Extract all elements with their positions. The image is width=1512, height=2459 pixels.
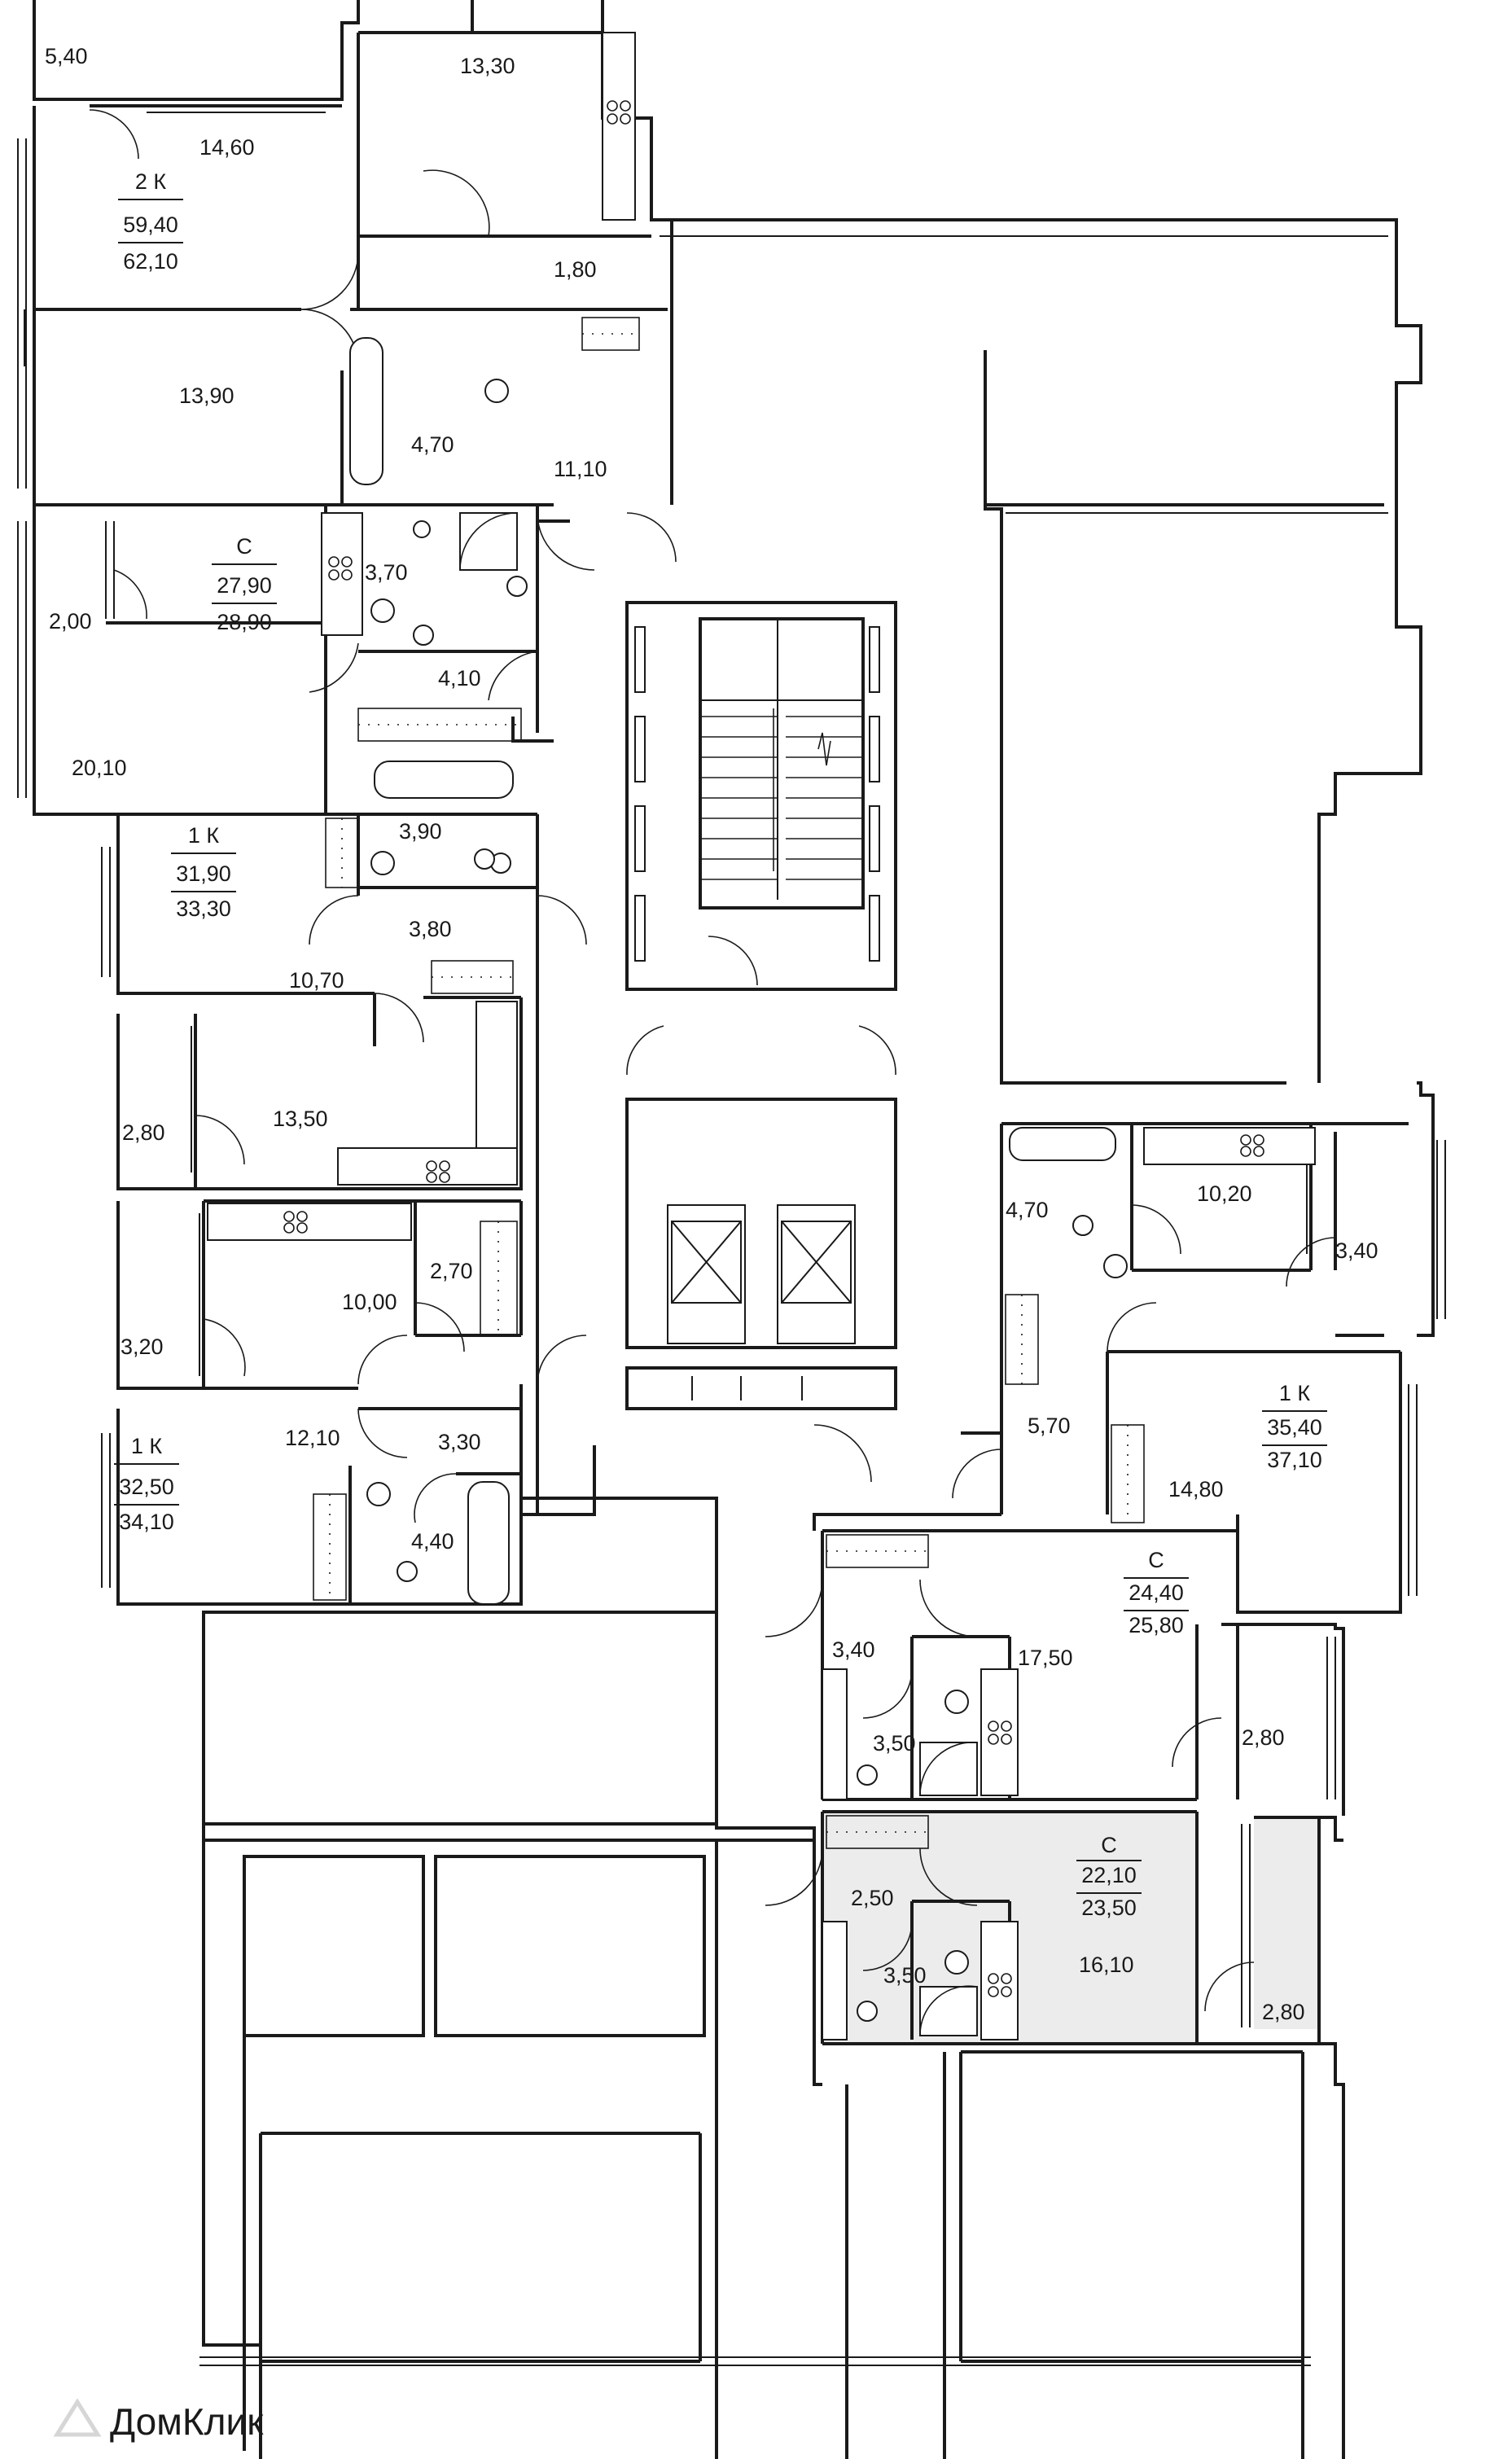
room-area: 3,80	[409, 917, 452, 941]
apartment-living-area: 59,40	[123, 213, 178, 237]
room-area: 2,00	[49, 609, 92, 633]
room-area: 16,10	[1079, 1953, 1134, 1977]
apartment-living-area: 22,10	[1081, 1863, 1137, 1887]
apartment-label-1k-c: 1 К 35,40 37,10	[1262, 1381, 1327, 1472]
room-area: 11,10	[554, 457, 607, 481]
room-area: 13,30	[460, 54, 515, 78]
room-area: 2,80	[1262, 2000, 1305, 2024]
room-area: 1,80	[554, 257, 597, 282]
room-area-labels: 5,40 13,30 14,60 1,80 13,90 4,70 11,10 3…	[45, 44, 1378, 2024]
apartment-type: 2 К	[135, 169, 167, 194]
room-area: 3,70	[365, 560, 408, 585]
room-area: 3,90	[399, 819, 442, 844]
apartment-living-area: 24,40	[1129, 1580, 1184, 1605]
room-area: 3,40	[1335, 1238, 1378, 1263]
apartment-total-area: 25,80	[1129, 1613, 1184, 1637]
room-area: 3,30	[438, 1430, 481, 1454]
apartment-type: 1 К	[131, 1434, 163, 1458]
apartment-living-area: 27,90	[217, 573, 272, 598]
apartment-type: 1 К	[188, 823, 220, 848]
apartment-total-area: 62,10	[123, 249, 178, 274]
room-area: 2,80	[1242, 1725, 1285, 1750]
windows	[17, 105, 1446, 2027]
apartment-total-area: 28,90	[217, 610, 272, 634]
apartment-total-area: 33,30	[176, 896, 231, 921]
apartment-living-area: 35,40	[1267, 1415, 1322, 1440]
room-area: 10,20	[1197, 1181, 1252, 1206]
apartment-label-2k: 2 К 59,40 62,10	[118, 169, 183, 274]
apartment-total-area: 23,50	[1081, 1896, 1137, 1920]
room-area: 10,00	[342, 1290, 397, 1314]
watermark: ДомКлик	[53, 2398, 264, 2443]
apartment-type: С	[1148, 1548, 1164, 1572]
fixtures	[207, 32, 1316, 2040]
room-area: 4,10	[438, 666, 481, 690]
room-area: 12,10	[285, 1426, 340, 1450]
room-area: 2,80	[122, 1120, 165, 1145]
room-area: 5,70	[1028, 1414, 1071, 1438]
apartment-type: 1 К	[1279, 1381, 1311, 1405]
room-area: 10,70	[289, 968, 344, 993]
apartment-label-1k-b: 1 К 32,50 34,10	[114, 1434, 179, 1534]
room-area: 5,40	[45, 44, 88, 68]
room-area: 3,50	[873, 1731, 916, 1755]
watermark-text: ДомКлик	[110, 2400, 264, 2443]
room-area: 17,50	[1018, 1646, 1073, 1670]
room-area: 2,70	[430, 1259, 473, 1283]
room-area: 3,40	[832, 1637, 875, 1662]
selected-apartment-highlight	[822, 1812, 1319, 2042]
apartment-labels: 2 К 59,40 62,10 С 27,90 28,90 1 К 31,90 …	[114, 169, 1327, 1920]
room-area: 3,20	[121, 1335, 164, 1359]
room-area: 4,40	[411, 1529, 454, 1554]
room-area: 14,80	[1168, 1477, 1224, 1501]
apartment-living-area: 31,90	[176, 861, 231, 886]
apartment-type: С	[236, 534, 252, 559]
apartment-label-studio-3[interactable]: С 22,10 23,50	[1076, 1833, 1142, 1920]
apartment-living-area: 32,50	[119, 1475, 174, 1499]
apartment-type: С	[1101, 1833, 1117, 1857]
room-area: 14,60	[199, 135, 255, 160]
room-area: 3,50	[883, 1963, 927, 1988]
room-area: 13,90	[179, 384, 234, 408]
room-area: 20,10	[72, 756, 127, 780]
room-area: 4,70	[411, 432, 454, 457]
apartment-label-1k-a: 1 К 31,90 33,30	[171, 823, 236, 921]
apartment-label-studio-2: С 24,40 25,80	[1124, 1548, 1189, 1637]
room-area: 2,50	[851, 1886, 894, 1910]
stair-elevator-core	[625, 512, 897, 1483]
apartment-label-studio-1: С 27,90 28,90	[212, 534, 277, 634]
door-swings	[89, 109, 1336, 2012]
room-area: 4,70	[1006, 1198, 1049, 1222]
apartment-total-area: 34,10	[119, 1510, 174, 1534]
room-area: 13,50	[273, 1107, 328, 1131]
apartment-total-area: 37,10	[1267, 1448, 1322, 1472]
